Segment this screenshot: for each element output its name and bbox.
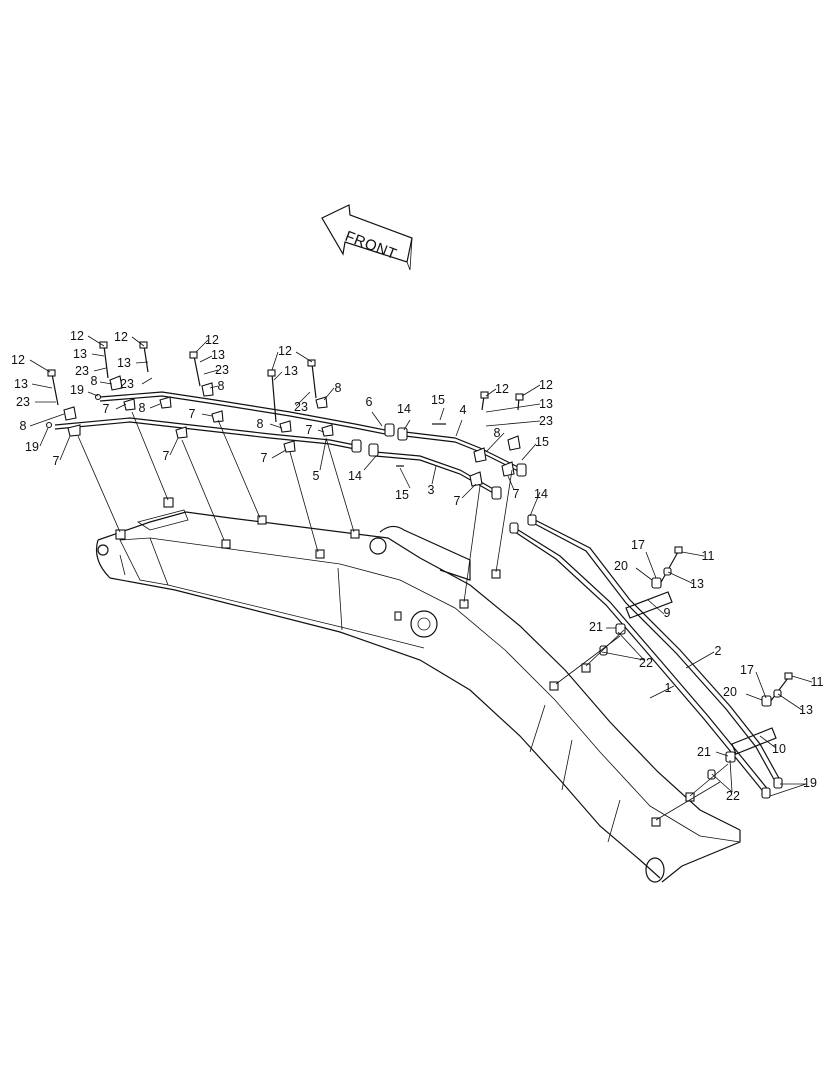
callout-1: 1 (665, 681, 672, 695)
callout-23: 23 (294, 400, 308, 414)
callout-21: 21 (697, 745, 711, 759)
callout-20: 20 (614, 559, 628, 573)
callout-13: 13 (539, 397, 553, 411)
callout-labels: 1213238121323812132319819712132381213238… (11, 329, 823, 803)
callout-8: 8 (257, 417, 264, 431)
callout-7: 7 (454, 494, 461, 508)
callout-5: 5 (313, 469, 320, 483)
callout-13: 13 (284, 364, 298, 378)
callout-15: 15 (395, 488, 409, 502)
callout-22: 22 (639, 656, 653, 670)
callout-13: 13 (211, 348, 225, 362)
callout-11: 11 (702, 549, 715, 563)
callout-20: 20 (723, 685, 737, 699)
callout-19: 19 (803, 776, 817, 790)
callout-19: 19 (70, 383, 84, 397)
callout-19: 19 (25, 440, 39, 454)
clamps-and-bolts (45, 341, 793, 780)
callout-8: 8 (20, 419, 27, 433)
callout-23: 23 (120, 377, 134, 391)
callout-8: 8 (494, 426, 501, 440)
callout-12: 12 (539, 378, 553, 392)
callout-12: 12 (70, 329, 84, 343)
callout-12: 12 (205, 333, 219, 347)
callout-7: 7 (306, 423, 313, 437)
callout-12: 12 (495, 382, 509, 396)
callout-14: 14 (397, 402, 411, 416)
callout-14: 14 (348, 469, 362, 483)
callout-23: 23 (539, 414, 553, 428)
callout-13: 13 (690, 577, 704, 591)
callout-7: 7 (189, 407, 196, 421)
front-arrow-icon: FRONT (321, 204, 413, 271)
callout-3: 3 (428, 483, 435, 497)
callout-7: 7 (513, 487, 520, 501)
callout-21: 21 (589, 620, 603, 634)
callout-10: 10 (772, 742, 786, 756)
leader-lines (29, 335, 813, 821)
callout-13: 13 (799, 703, 813, 717)
callout-7: 7 (261, 451, 268, 465)
callout-13: 13 (117, 356, 131, 370)
callout-12: 12 (278, 344, 292, 358)
callout-2: 2 (715, 644, 722, 658)
callout-12: 12 (11, 353, 25, 367)
callout-8: 8 (139, 401, 146, 415)
callout-23: 23 (75, 364, 89, 378)
callout-8: 8 (91, 374, 98, 388)
callout-15: 15 (535, 435, 549, 449)
callout-8: 8 (335, 381, 342, 395)
callout-22: 22 (726, 789, 740, 803)
callout-17: 17 (631, 538, 645, 552)
front-label: FRONT (343, 228, 400, 263)
callout-7: 7 (103, 402, 110, 416)
callout-11: 11 (811, 675, 824, 689)
callout-15: 15 (431, 393, 445, 407)
callout-9: 9 (664, 606, 671, 620)
boom-arm (95, 497, 741, 883)
callout-23: 23 (215, 363, 229, 377)
callout-7: 7 (53, 454, 60, 468)
callout-4: 4 (460, 403, 467, 417)
callout-8: 8 (218, 379, 225, 393)
callout-13: 13 (14, 377, 28, 391)
callout-7: 7 (163, 449, 170, 463)
callout-6: 6 (366, 395, 373, 409)
callout-14: 14 (534, 487, 548, 501)
callout-23: 23 (16, 395, 30, 409)
callout-13: 13 (73, 347, 87, 361)
callout-12: 12 (114, 330, 128, 344)
callout-17: 17 (740, 663, 754, 677)
